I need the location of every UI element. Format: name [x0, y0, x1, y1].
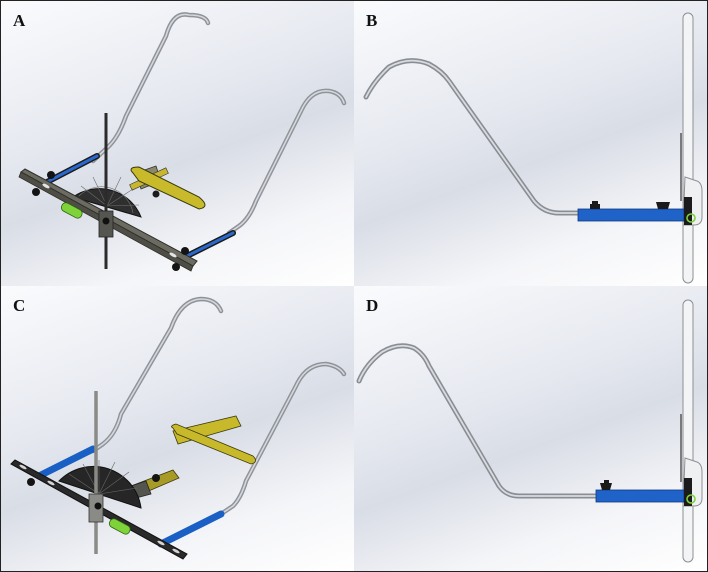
isometric-device-illustration-a — [18, 12, 347, 272]
panel-label-b: B — [366, 11, 378, 30]
side-view-device-illustration-b — [363, 12, 703, 284]
panel-c: C — [1, 286, 354, 571]
panel-d: D — [354, 286, 707, 571]
panel-label-a: A — [13, 11, 26, 30]
panel-label-c: C — [13, 296, 26, 315]
panel-label-d: D — [366, 296, 379, 315]
isometric-device-illustration-c — [10, 296, 347, 560]
panel-b: B — [354, 1, 707, 286]
side-view-device-illustration-d — [356, 299, 703, 563]
panel-a: A — [1, 1, 354, 286]
